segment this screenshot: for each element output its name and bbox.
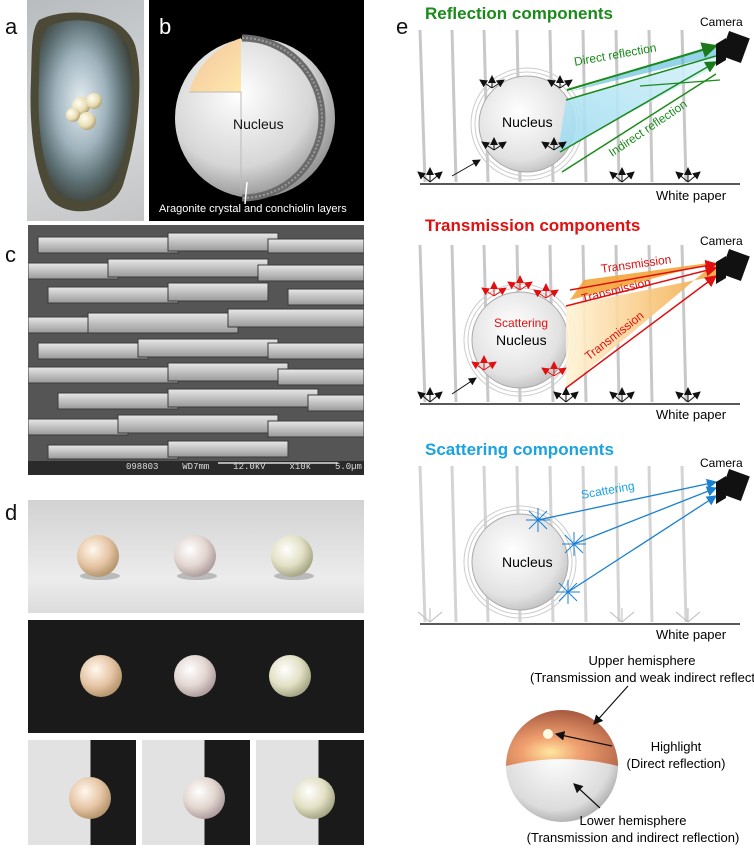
sem-kv: 12.0kV	[233, 462, 266, 472]
camera-icon-scattering	[716, 469, 750, 504]
white-paper-label-transmission: White paper	[656, 407, 727, 422]
highlight-note: Highlight (Direct reflection)	[616, 738, 736, 772]
sem-id: 098803	[126, 462, 159, 472]
nucleus-label-scattering: Nucleus	[502, 554, 553, 570]
highlight-desc: (Direct reflection)	[626, 756, 726, 771]
pearl-half-svg-1	[69, 777, 111, 819]
scattering-title: Scattering components	[425, 440, 614, 459]
oyster-photo	[27, 0, 144, 221]
hemisphere-diagram	[506, 685, 629, 822]
pearl-half-svg-3	[293, 777, 335, 819]
pearls-black-svg	[80, 655, 311, 697]
upper-hemisphere-note: Upper hemisphere (Transmission and weak …	[530, 652, 754, 686]
pearls-white-bg	[28, 500, 364, 613]
camera-icon-transmission	[716, 249, 750, 284]
scattering-diagram	[417, 465, 750, 625]
upper-hemisphere-title: Upper hemisphere	[588, 653, 696, 668]
camera-label-reflection: Camera	[700, 15, 743, 29]
cross-section-illustration	[175, 34, 335, 205]
sem-scale: 5.0µm	[334, 462, 362, 472]
transmission-diagram	[417, 244, 750, 405]
panel-label-a: a	[5, 14, 18, 39]
sem-image: 098803 WD7mm 12.0kV x10k 5.0µm	[28, 225, 364, 475]
panel-label-d: d	[5, 500, 18, 525]
sem-mag: x10k	[289, 462, 312, 472]
sem-tablets	[28, 225, 364, 475]
lower-hemisphere-title: Lower hemisphere	[579, 813, 687, 828]
camera-label-scattering: Camera	[700, 456, 743, 470]
scattering-label-transmission: Scattering	[494, 316, 549, 330]
pearl-half-bg-1	[28, 740, 136, 845]
nucleus-label-b: Nucleus	[233, 116, 284, 132]
pearl-small-3	[78, 112, 96, 130]
pearl-half-bg-3	[256, 740, 364, 845]
optics-diagram	[417, 29, 750, 822]
upper-hemisphere-desc: (Transmission and weak indirect reflecti…	[530, 670, 754, 685]
panel-label-c: c	[5, 242, 16, 267]
highlight-title: Highlight	[650, 739, 702, 754]
oyster-illustration	[30, 12, 140, 212]
white-paper-label-scattering: White paper	[656, 627, 727, 642]
reflection-diagram	[417, 29, 750, 185]
transmission-title: Transmission components	[425, 216, 641, 235]
scatter-stars	[526, 508, 586, 604]
sem-wd: WD7mm	[182, 462, 210, 472]
pearl-small-2	[86, 93, 102, 109]
pearl-small-4	[66, 108, 80, 122]
reflection-title: Reflection components	[425, 4, 613, 23]
nucleus-label-transmission: Nucleus	[496, 332, 547, 348]
panel-label-b: b	[159, 14, 172, 39]
camera-icon-reflection	[716, 31, 750, 66]
panel-label-e: e	[396, 14, 409, 39]
pearls-black-bg	[28, 620, 364, 733]
pearls-white-svg	[77, 535, 314, 580]
nucleus-label-reflection: Nucleus	[502, 114, 553, 130]
sem-info-bar: 098803 WD7mm 12.0kV x10k 5.0µm	[126, 462, 362, 472]
lower-hemisphere-note: Lower hemisphere (Transmission and indir…	[512, 812, 754, 846]
pearl-half-svg-2	[183, 777, 225, 819]
lower-hemisphere-desc: (Transmission and indirect reflection)	[526, 830, 740, 845]
pearl-cross-section: Nucleus Aragonite crystal and conchiolin…	[149, 0, 364, 221]
white-paper-label-reflection: White paper	[656, 188, 727, 203]
layers-label: Aragonite crystal and conchiolin layers	[159, 203, 347, 215]
camera-label-transmission: Camera	[700, 234, 743, 248]
pearl-half-bg-2	[142, 740, 250, 845]
